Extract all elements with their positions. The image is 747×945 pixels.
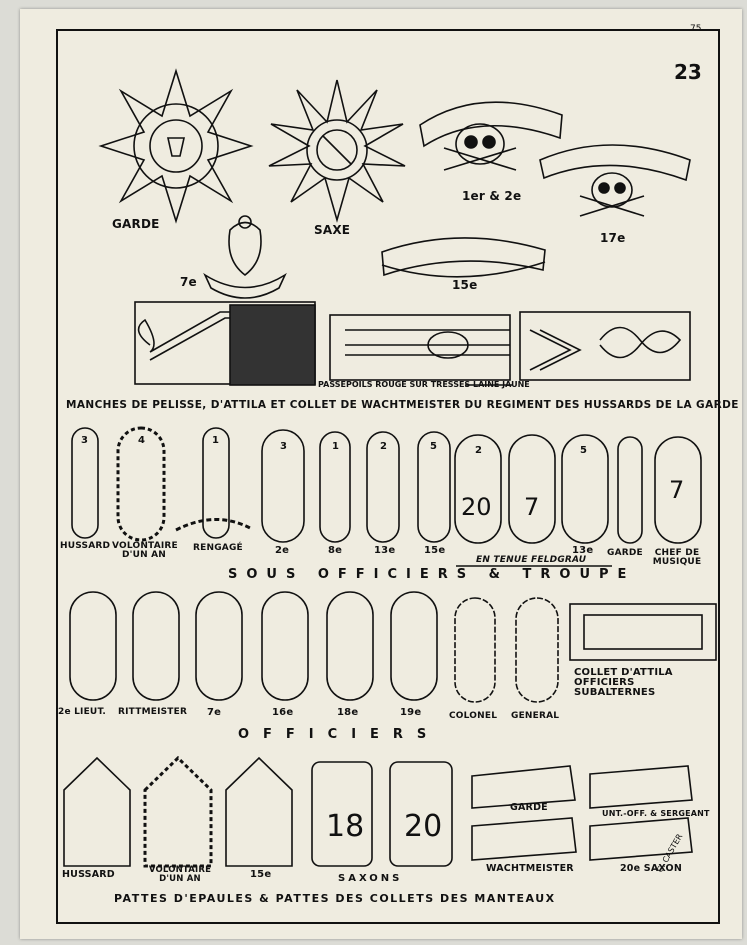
strap-big-number: 7 — [669, 476, 685, 504]
nco-label-hussard: HUSSARD — [60, 541, 111, 551]
collar-label-20-saxon: 20e SAXON — [620, 863, 682, 874]
banner-15 — [381, 237, 546, 277]
feldgrau-note: EN TENUE FELDGRAU — [476, 555, 587, 565]
nco-label-13: 13e — [374, 545, 396, 556]
nco-label-8: 8e — [328, 545, 343, 556]
nco-label-2: 2e — [275, 545, 290, 556]
officer-label-16: 16e — [272, 707, 294, 718]
officer-label-general: GENERAL — [511, 711, 560, 721]
officer-label-colonel: COLONEL — [449, 711, 498, 721]
strap-number: 2 — [475, 445, 483, 456]
officer-strap-row — [69, 591, 717, 703]
collar-label-garde: GARDE — [510, 802, 548, 813]
skull-1 — [443, 123, 517, 171]
label-saxe: SAXE — [314, 223, 351, 237]
coat-label-volontaire: VOLONTAIRE D'UN AN — [148, 865, 212, 884]
label-banner-15: 15e — [452, 278, 478, 292]
strap-number: 5 — [580, 445, 588, 456]
coat-label-saxons: SAXONS — [338, 873, 403, 884]
strap-number: 4 — [138, 435, 146, 446]
officer-label-rittmeister: RITTMEISTER — [118, 707, 188, 717]
coat-tab-number: 18 — [326, 809, 365, 844]
nco-label-garde: GARDE — [607, 548, 643, 558]
plate-number: 23 — [674, 60, 702, 84]
saxe-star — [268, 79, 406, 223]
label-skull-1-2: 1er & 2e — [462, 189, 522, 203]
skull-banner-1 — [419, 101, 563, 148]
coat-label-hussard: HUSSARD — [62, 869, 115, 880]
collar-label-wachtmeister: WACHTMEISTER — [486, 863, 574, 874]
helmet-badge-7 — [203, 215, 287, 299]
strap-number: 1 — [212, 435, 220, 446]
strap-number: 5 — [430, 441, 438, 452]
coat-label-15: 15e — [250, 869, 272, 880]
nco-label-chef-de-musique: CHEF DE MUSIQUE — [652, 548, 702, 567]
strap-number: 1 — [332, 441, 340, 452]
nco-label-volontaire: VOLONTAIRE D'UN AN — [112, 541, 178, 560]
coat-tab-row — [63, 755, 693, 868]
garde-star — [98, 68, 254, 224]
officer-section-title: OFFICIERS — [238, 727, 441, 742]
plate-frame — [56, 29, 720, 924]
label-helmet-7: 7e — [180, 275, 197, 289]
nco-label-15: 15e — [424, 545, 446, 556]
nco-strap-row — [71, 426, 702, 544]
sleeve-collet — [329, 314, 511, 381]
sleeve-pelisse — [134, 301, 316, 386]
nco-label-rengage: RENGAGÉ — [193, 543, 243, 553]
strap-number: 3 — [81, 435, 89, 446]
nco-section-title: SOUS OFFICIERS & TROUPE — [228, 567, 636, 582]
collar-label-unt-off: UNT.-OFF. & SERGEANT — [602, 809, 710, 818]
strap-big-number: 7 — [524, 493, 540, 521]
strap-big-number: 20 — [461, 493, 492, 521]
sleeves-caption: MANCHES DE PELISSE, D'ATTILA ET COLLET D… — [66, 399, 739, 411]
officer-label-19: 19e — [400, 707, 422, 718]
skull-banner-17 — [539, 144, 691, 182]
strap-number: 2 — [380, 441, 388, 452]
collet-officiers-label: COLLET D'ATTILA OFFICIERS SUBALTERNES — [574, 667, 673, 698]
skull-17 — [579, 172, 645, 217]
label-garde: GARDE — [112, 217, 160, 231]
coat-tabs-caption: PATTES D'EPAULES & PATTES DES COLLETS DE… — [114, 892, 556, 905]
officer-label-7: 7e — [207, 707, 222, 718]
sleeve-attila — [519, 311, 691, 381]
label-skull-17: 17e — [600, 231, 626, 245]
nco-label-13-feldgrau: 13e — [572, 545, 594, 556]
officer-label-2-lieut: 2e LIEUT. — [58, 707, 107, 717]
coat-tab-number: 20 — [404, 809, 443, 844]
strap-number: 3 — [280, 441, 288, 452]
plate-sheet: 75 — [20, 9, 742, 939]
officer-label-18: 18e — [337, 707, 359, 718]
braid-note: PASSEPOILS ROUGE SUR TRESSES LAINE JAUNE — [318, 380, 530, 389]
